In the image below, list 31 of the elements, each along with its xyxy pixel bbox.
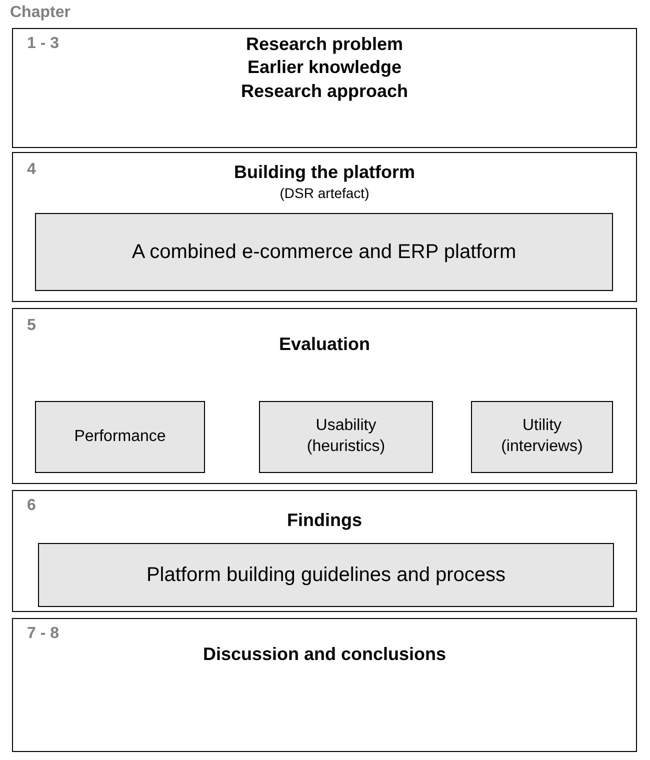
chapter-number: 5 (27, 317, 36, 335)
chapter-number: 7 - 8 (27, 625, 60, 643)
chapter-box (12, 490, 637, 612)
content-box (259, 401, 433, 473)
content-box (38, 543, 614, 607)
chapter-box (12, 152, 637, 302)
chapter-heading: Findings (287, 509, 362, 532)
axis-heading: Chapter (10, 4, 70, 22)
chapter-number: 1 - 3 (27, 35, 60, 53)
chapter-number: 4 (27, 161, 36, 179)
box-text: A combined e-commerce and ERP platform (132, 240, 516, 265)
box-text: Platform building guidelines and process (146, 563, 506, 588)
chapter-heading: Earlier knowledge (247, 56, 402, 80)
chapter-heading: Building the platform (234, 161, 415, 184)
chapter-box (12, 28, 637, 148)
box-text: Utility (522, 416, 562, 436)
chapter-subheading: (DSR artefact) (280, 184, 370, 203)
box-text: Usability (316, 416, 376, 436)
chapter-box (12, 308, 637, 484)
chapter-heading: Evaluation (278, 333, 370, 356)
chapter-number: 6 (27, 497, 36, 515)
box-text: (heuristics) (306, 437, 386, 457)
content-box (471, 401, 613, 473)
box-text: Performance (74, 426, 166, 447)
chapter-heading: Research problem (246, 33, 404, 56)
chapter-heading: Discussion and conclusions (202, 643, 446, 666)
content-box (35, 213, 613, 291)
box-text: (interviews) (501, 437, 583, 457)
chapter-box (12, 618, 637, 752)
chapter-heading: Research approach (240, 80, 408, 103)
content-box (35, 401, 205, 473)
